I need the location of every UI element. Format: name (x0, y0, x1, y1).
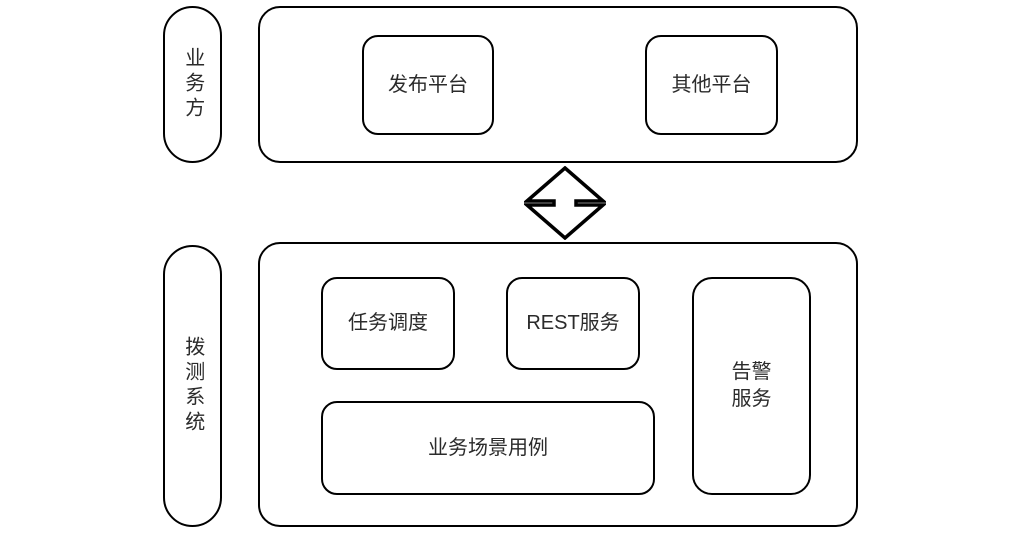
node-alert-service[interactable]: 告警服务 (692, 277, 811, 495)
node-label-rest-service: REST服务 (526, 312, 620, 335)
lane-pill-dial-test-system[interactable]: 拨测系统 (163, 245, 222, 527)
double-arrow-vertical-icon (524, 166, 606, 240)
node-publish-platform[interactable]: 发布平台 (362, 35, 494, 135)
node-rest-service[interactable]: REST服务 (506, 277, 640, 370)
node-label-business-scenario-cases: 业务场景用例 (428, 436, 548, 459)
node-label-task-scheduling: 任务调度 (348, 312, 428, 335)
node-business-scenario-cases[interactable]: 业务场景用例 (321, 401, 655, 495)
node-other-platform[interactable]: 其他平台 (645, 35, 778, 135)
node-label-other-platform: 其他平台 (671, 73, 752, 96)
lane-label-dial-test-system: 拨测系统 (181, 336, 204, 436)
node-task-scheduling[interactable]: 任务调度 (321, 277, 455, 370)
lane-label-business-side: 业务方 (181, 47, 204, 122)
lane-pill-business-side[interactable]: 业务方 (163, 6, 222, 163)
node-label-publish-platform: 发布平台 (388, 73, 468, 96)
node-label-alert-service: 告警服务 (731, 361, 772, 410)
